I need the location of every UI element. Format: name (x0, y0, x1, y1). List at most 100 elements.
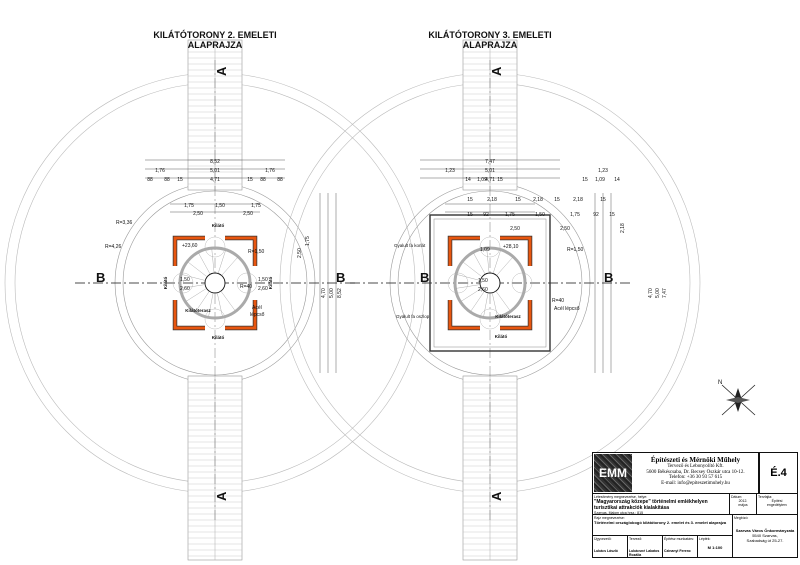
stair-tread (221, 257, 238, 276)
svg-text:15: 15 (497, 177, 503, 183)
stair-tread (457, 274, 481, 281)
wall-fill (225, 300, 257, 330)
svg-text:1,75: 1,75 (184, 203, 194, 209)
annotation-railing: Gyalult fa korlát (394, 243, 426, 248)
stair-tread (216, 292, 223, 317)
door-swing (479, 236, 501, 258)
svg-text:88: 88 (277, 177, 283, 183)
stair-tread (461, 288, 482, 302)
radius-label: R=3,36 (116, 220, 132, 226)
radius-label: R=40 (552, 298, 564, 304)
wall-fill (173, 300, 205, 330)
right-labels: Gyalult fa korlát Gyalult fa oszlop R=1,… (394, 223, 668, 339)
stair-label: Acél lépcső (554, 306, 580, 312)
spiral-stair (178, 246, 252, 320)
svg-text:2,50: 2,50 (243, 211, 253, 217)
svg-text:1,75: 1,75 (251, 203, 261, 209)
north-arrow-icon: N (718, 380, 756, 416)
stair-tread (217, 250, 226, 274)
svg-text:7,47: 7,47 (485, 159, 495, 165)
svg-text:2,18: 2,18 (487, 197, 497, 203)
stair-tread (220, 290, 236, 311)
section-a-top-left: A (214, 66, 229, 76)
room-left: Kilátó (163, 277, 168, 290)
railing (429, 214, 551, 352)
svg-text:15: 15 (247, 177, 253, 183)
stair-tread (211, 249, 215, 274)
door-swing (511, 272, 533, 294)
svg-text:1,50: 1,50 (215, 203, 225, 209)
stair-tread (188, 262, 208, 278)
svg-text:1,23: 1,23 (598, 168, 608, 174)
svg-text:2,60: 2,60 (258, 286, 268, 292)
door-swing (172, 272, 194, 294)
wall-fill (225, 236, 257, 266)
svg-text:1,76: 1,76 (265, 168, 275, 174)
door-swing (479, 308, 501, 330)
level-label: +28,10 (503, 244, 519, 250)
svg-text:5,01: 5,01 (485, 168, 495, 174)
scale: M 1:100 (707, 545, 723, 550)
svg-text:4,71: 4,71 (210, 177, 220, 183)
svg-text:1,76: 1,76 (155, 168, 165, 174)
section-b-right-right: B (604, 270, 613, 285)
room-bottom: Kilátó (212, 335, 225, 340)
svg-text:15: 15 (554, 197, 560, 203)
svg-text:2,60: 2,60 (478, 287, 488, 293)
svg-text:1,09: 1,09 (480, 247, 490, 253)
section-a-bottom-right: A (489, 491, 504, 501)
svg-text:1,09: 1,09 (477, 177, 487, 183)
wall-fill (500, 236, 532, 266)
svg-text:92: 92 (483, 212, 489, 218)
wall-fill (448, 300, 480, 330)
room-bottom: Kilátó (495, 334, 508, 339)
left-labels: R=3,36 R=4,26 R=1,50 R=40 +23,60 Kilátó … (105, 220, 343, 340)
section-a-bottom-left: A (214, 491, 229, 501)
spiral-stair (453, 246, 527, 320)
wall-fill (448, 236, 480, 266)
svg-text:1,75: 1,75 (505, 212, 515, 218)
svg-text:15: 15 (609, 212, 615, 218)
right-plan-subtitle: ALAPRAJZA (463, 40, 518, 50)
svg-text:2,50: 2,50 (510, 226, 520, 232)
svg-text:92: 92 (593, 212, 599, 218)
svg-text:2,50: 2,50 (560, 226, 570, 232)
svg-text:4,70: 4,70 (321, 288, 327, 298)
stair-tread (456, 284, 481, 289)
drawing-name: Történelmi országlobogó kilátótorony 2. … (594, 520, 727, 525)
sheet-number: É.4 (758, 453, 797, 493)
svg-text:5,00: 5,00 (329, 288, 335, 298)
stair-tread (486, 249, 490, 274)
svg-text:5,00: 5,00 (655, 288, 661, 298)
left-top-dimensions: 8,52 1,76 5,01 1,76 88 88 15 4,71 15 88 … (147, 159, 283, 217)
svg-text:88: 88 (260, 177, 266, 183)
stair-label-2: lépcső (250, 312, 265, 318)
annotation-post: Gyalult fa oszlop (396, 314, 430, 319)
room-right: Kilátó (268, 277, 273, 290)
door-swing (447, 272, 469, 294)
radius-label: R=40 (240, 284, 252, 290)
svg-text:1,50: 1,50 (180, 277, 190, 283)
svg-text:15: 15 (467, 212, 473, 218)
stair-core (479, 272, 501, 294)
stair-tread (181, 284, 206, 289)
room-terrace: Kilátóterasz (185, 308, 211, 313)
stair-tread (496, 257, 513, 276)
room-terrace: Kilátóterasz (495, 314, 521, 319)
right-plan-title: KILÁTÓTORONY 3. EMELETI (428, 29, 551, 40)
radius-label: R=1,50 (567, 247, 583, 253)
svg-text:15: 15 (600, 197, 606, 203)
level-label: +23,60 (182, 243, 198, 249)
stair-tread (198, 253, 211, 275)
svg-text:1,50: 1,50 (535, 212, 545, 218)
radius-label: R=4,26 (105, 244, 121, 250)
section-a-top-right: A (489, 66, 504, 76)
svg-text:2,18: 2,18 (533, 197, 543, 203)
svg-text:1,50: 1,50 (478, 278, 488, 284)
stair-tread (470, 291, 485, 312)
wall-fill (173, 236, 205, 266)
stair-tread (208, 292, 214, 317)
section-b-left-right: B (336, 270, 345, 285)
